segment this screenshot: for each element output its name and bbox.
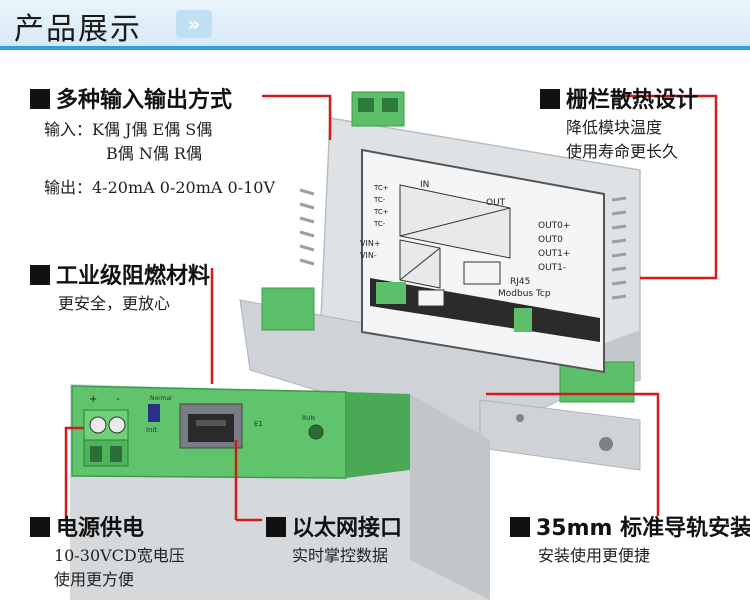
feature-heat-line1: 降低模块温度 [566, 118, 663, 137]
banner-stripe [0, 46, 750, 50]
label-e1: E1 [254, 420, 263, 428]
chevron-right-icon: » [176, 10, 212, 38]
feature-ethernet-line1: 实时掌控数据 [292, 546, 389, 565]
label-minus: - [116, 394, 120, 405]
label-plus: + [89, 394, 97, 405]
out-label-2: OUT0 [538, 235, 563, 245]
out-label-4: OUT1- [538, 263, 566, 273]
label-rj45: RJ45 [510, 277, 530, 287]
feature-io-input-line1: 输入：K偶 J偶 E偶 S偶 [44, 120, 213, 139]
label-vin-minus: VIN- [360, 251, 377, 260]
square-bullet-icon [540, 89, 560, 109]
page-title: 产品展示 [14, 12, 142, 47]
out-label-1: OUT0+ [538, 221, 570, 231]
feature-io-output-line: 输出：4-20mA 0-20mA 0-10V [44, 178, 276, 197]
label-in: IN [420, 180, 429, 190]
feature-io-title: 多种输入输出方式 [30, 82, 232, 114]
out-label-3: OUT1+ [538, 249, 570, 259]
square-bullet-icon [30, 89, 50, 109]
feature-power-title: 电源供电 [30, 510, 144, 542]
label-normal: Normal [150, 395, 172, 402]
label-modbus: Modbus Tcp [498, 289, 551, 299]
feature-power-line2: 使用更方便 [54, 570, 135, 589]
feature-material-line1: 更安全，更放心 [58, 294, 171, 313]
terminal-label-3: TC+ [373, 208, 389, 216]
module-front-panel [70, 384, 490, 600]
feature-io-input-line2: B偶 N偶 R偶 [106, 144, 202, 163]
square-bullet-icon [30, 517, 50, 537]
label-vin-plus: VIN+ [360, 239, 381, 248]
feature-power-line1: 10-30VCD宽电压 [54, 546, 185, 565]
square-bullet-icon [510, 517, 530, 537]
leader-lines [64, 94, 718, 522]
label-run: RUN [302, 415, 315, 422]
feature-rail-title: 35mm 标准导轨安装 [510, 510, 750, 542]
label-init: Init [146, 426, 157, 434]
terminal-label-2: TC- [373, 196, 386, 204]
feature-heat-line2: 使用寿命更长久 [566, 142, 679, 161]
feature-heat-title: 栅栏散热设计 [540, 82, 698, 114]
label-out: OUT [486, 198, 506, 208]
module-label-panel [361, 148, 605, 374]
terminal-label-4: TC- [373, 220, 386, 228]
terminal-label-1: TC+ [373, 184, 389, 192]
square-bullet-icon [266, 517, 286, 537]
square-bullet-icon [30, 265, 50, 285]
header-banner [0, 0, 750, 50]
feature-rail-line1: 安装使用更便捷 [538, 546, 651, 565]
feature-ethernet-title: 以太网接口 [266, 510, 402, 542]
feature-material-title: 工业级阻燃材料 [30, 258, 210, 290]
